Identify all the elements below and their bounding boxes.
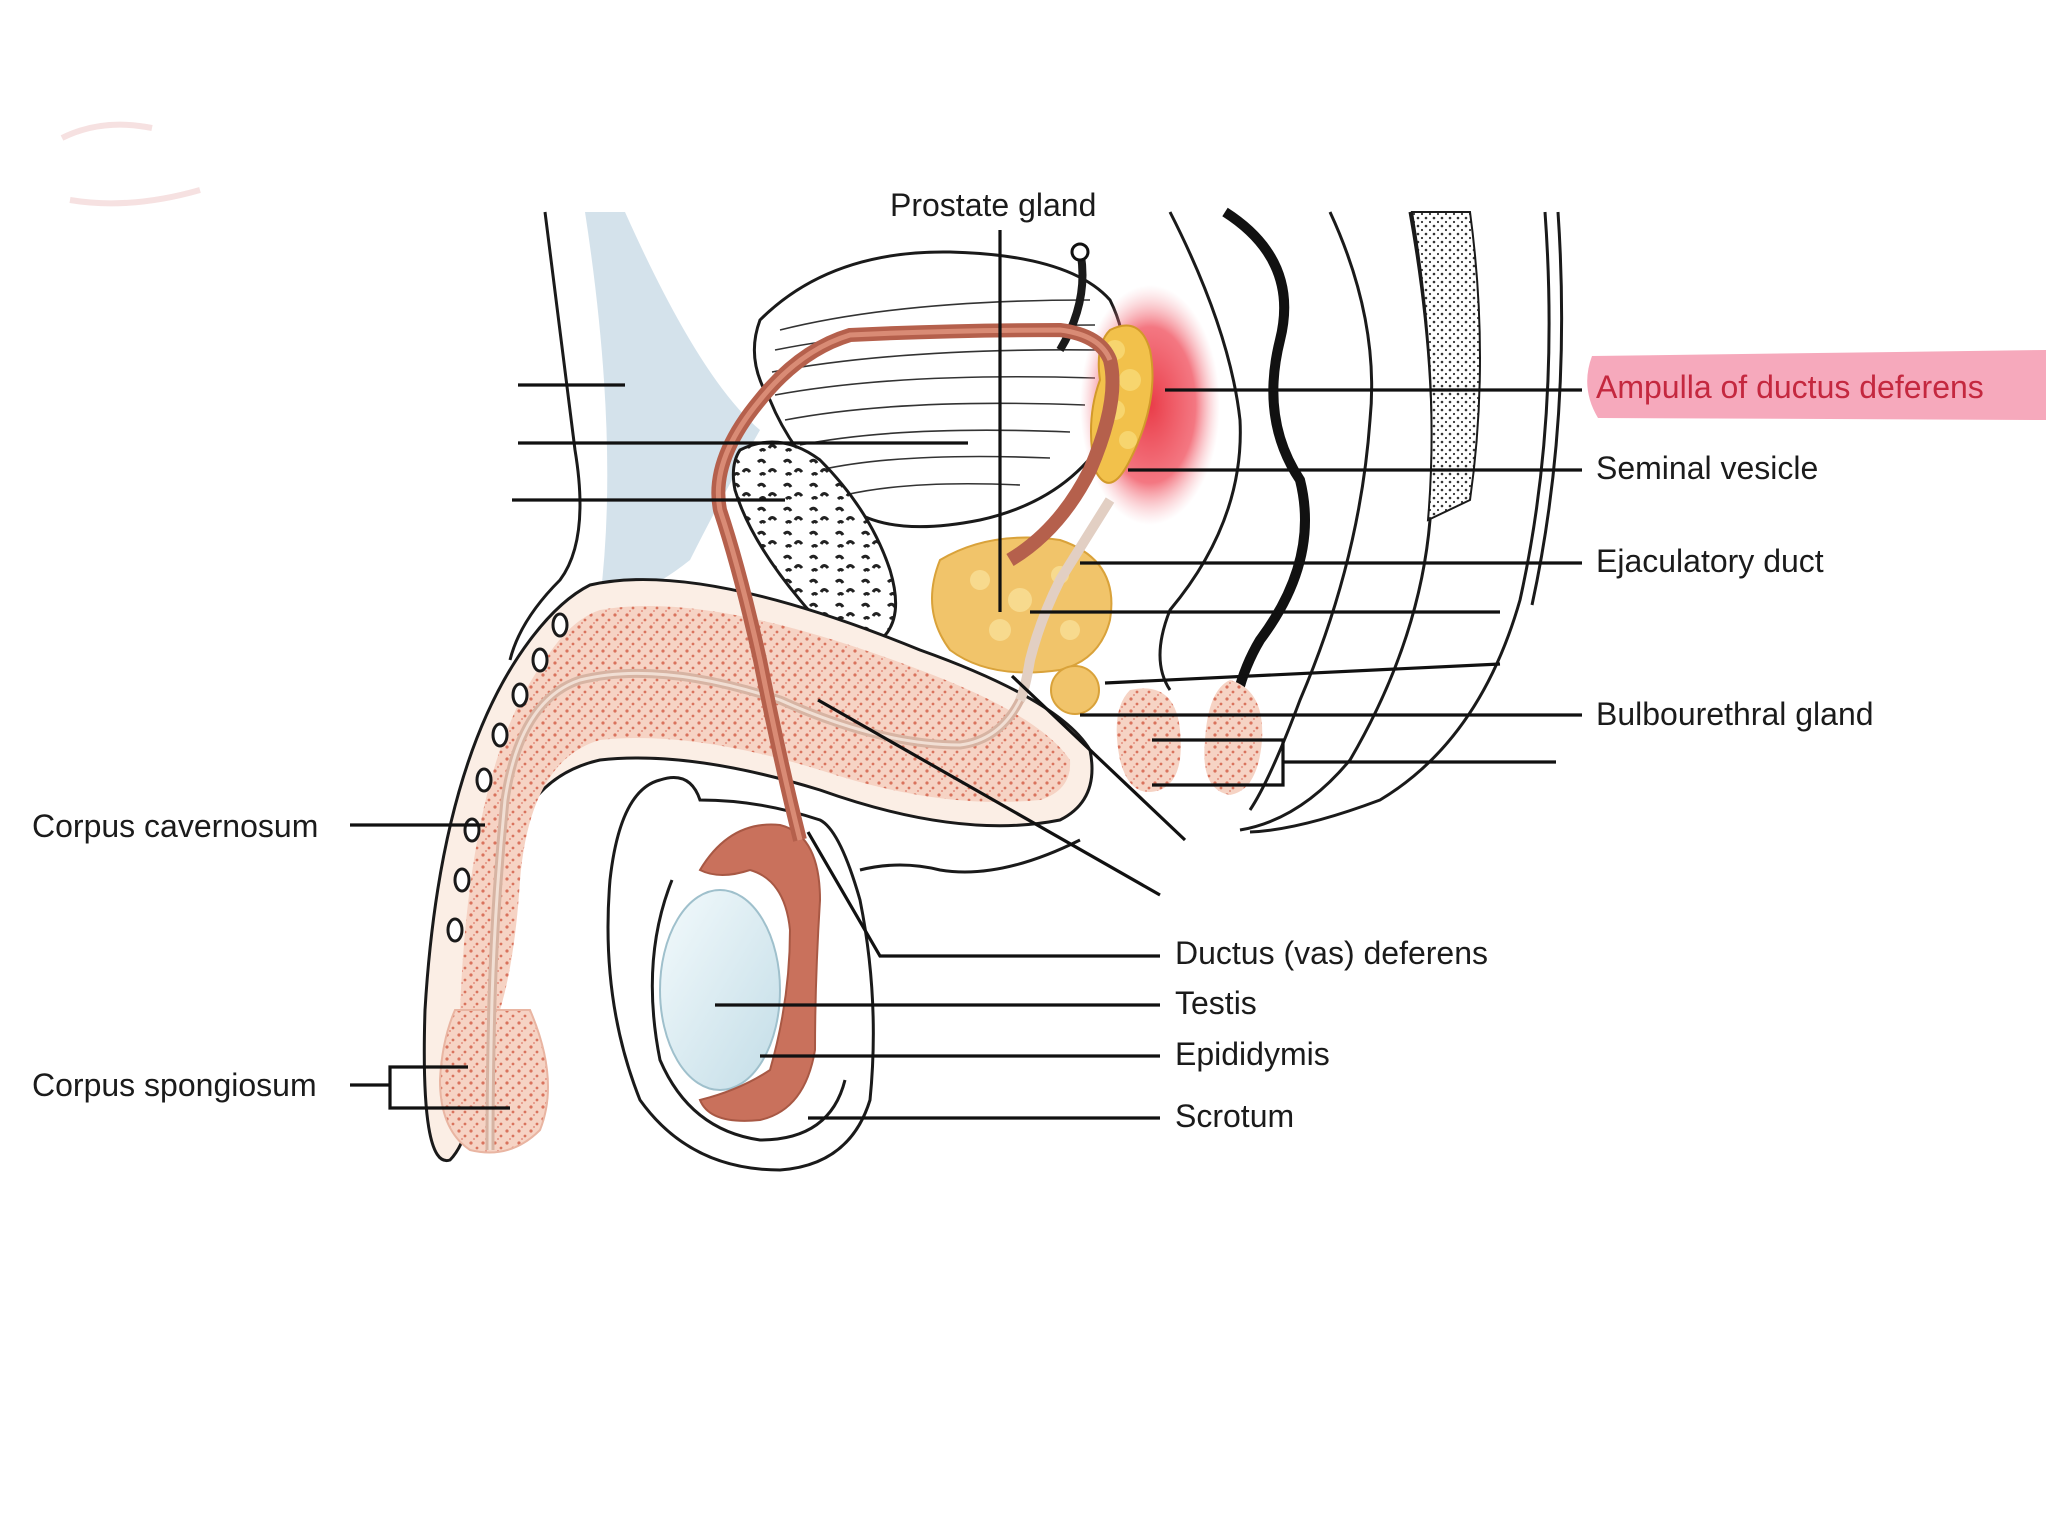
- leader-unlabeled-lower-2: [817, 698, 1161, 897]
- sacrum-bone: [1410, 211, 1481, 522]
- epididymis-shape: [698, 823, 822, 1122]
- seminal-vesicle-lobules: [1105, 340, 1141, 449]
- label-bulbourethral-gland: Bulbourethral gland: [1596, 696, 1874, 732]
- ampulla-label-highlight: [1587, 350, 2046, 420]
- testis-shape: [659, 889, 781, 1091]
- label-epididymis: Epididymis: [1175, 1036, 1330, 1072]
- label-ampulla-of-ductus-deferens: Ampulla of ductus deferens: [1596, 369, 1984, 405]
- bulbourethral-gland-shape: [1050, 665, 1100, 715]
- label-corpus-cavernosum: Corpus cavernosum: [32, 808, 318, 844]
- label-ductus-deferens: Ductus (vas) deferens: [1175, 935, 1488, 971]
- rectum-folds: [1222, 207, 1310, 761]
- label-seminal-vesicle: Seminal vesicle: [1596, 450, 1818, 486]
- leader-unlabeled-right-2: [1104, 662, 1501, 685]
- urethra-center: [488, 671, 1022, 1151]
- posterior-skin-line: [1249, 211, 1551, 834]
- scrotal-septum: [859, 838, 1081, 874]
- leader-ductus-deferens: [806, 831, 1160, 958]
- rectum-inner-wall: [1248, 211, 1374, 811]
- bracket-corpus-spongiosum: [388, 1065, 510, 1110]
- scrotum-inner-layer: [650, 879, 847, 1142]
- corpus-cavernosum-shape: [460, 606, 1071, 1010]
- ureter-opening: [1070, 242, 1090, 262]
- faint-smudge: [60, 121, 201, 207]
- label-scrotum: Scrotum: [1175, 1098, 1294, 1134]
- anterior-abdominal-wall: [508, 211, 582, 661]
- sacrum-outer: [1239, 211, 1434, 832]
- label-prostate-gland: Prostate gland: [890, 187, 1096, 223]
- external-sphincter: [1204, 680, 1263, 795]
- rectum-wall: [1158, 211, 1242, 691]
- leader-unlabeled-lower-1: [1010, 674, 1187, 842]
- label-corpus-spongiosum: Corpus spongiosum: [32, 1067, 317, 1103]
- label-testis: Testis: [1175, 985, 1257, 1021]
- ductus-deferens-highlight: [715, 327, 1113, 841]
- label-ejaculatory-duct: Ejaculatory duct: [1596, 543, 1824, 579]
- posterior-skin-line-2: [1530, 211, 1564, 606]
